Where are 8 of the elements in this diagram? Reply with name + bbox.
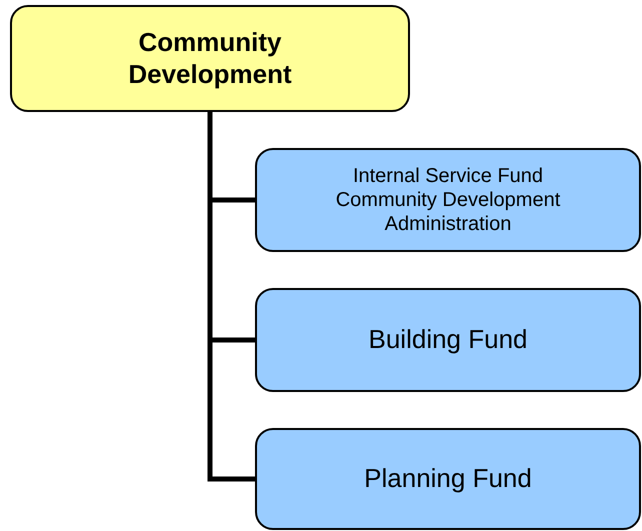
box-label: Planning Fund [364, 463, 532, 495]
org-box [255, 428, 641, 530]
org-box [255, 148, 641, 252]
box-label: Building Fund [368, 324, 528, 356]
box-label: Internal Service Fund Community Development Administration [334, 164, 562, 236]
org-box [10, 5, 410, 112]
org-box [255, 288, 641, 392]
box-label: Community Development [127, 27, 293, 90]
